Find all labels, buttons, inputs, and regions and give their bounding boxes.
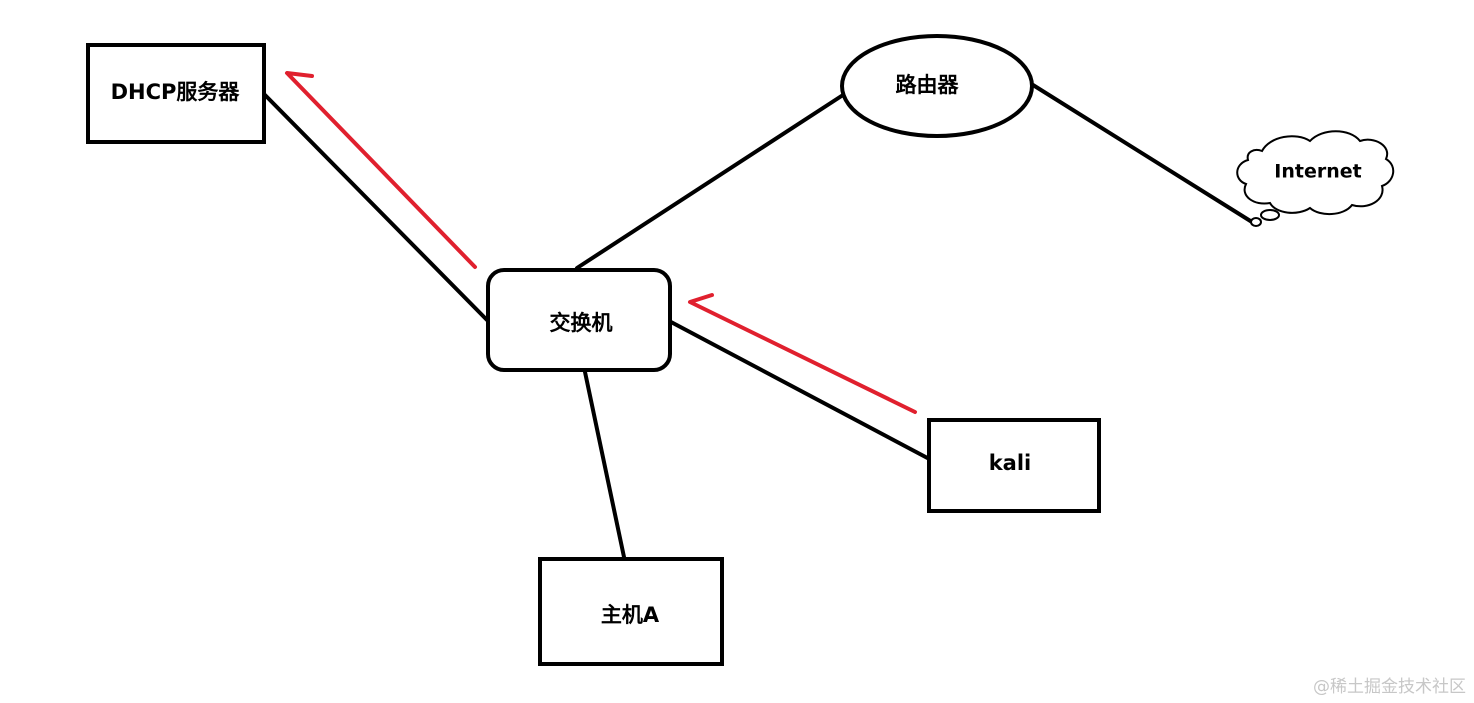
router-node: 路由器 — [840, 34, 1034, 138]
arrow-to-dhcp — [285, 71, 477, 269]
cloud-tail-bubble-small — [1250, 217, 1262, 227]
dhcp-server-label: DHCP服务器 — [111, 80, 241, 104]
dhcp-server-node: DHCP服务器 — [86, 43, 266, 144]
kali-node: kali — [927, 418, 1101, 513]
kali-label: kali — [989, 451, 1032, 475]
link-router-internet — [1031, 83, 1254, 224]
cloud-icon — [1236, 130, 1395, 215]
link-switch-hosta — [583, 370, 626, 559]
switch-box — [486, 268, 672, 372]
link-switch-router — [575, 93, 845, 270]
link-switch-kali — [669, 320, 937, 464]
kali-box — [927, 418, 1101, 513]
router-label: 路由器 — [896, 73, 960, 97]
arrow-to-switch — [688, 293, 917, 414]
switch-label: 交换机 — [550, 311, 613, 335]
link-dhcp-switch — [263, 93, 489, 322]
dhcp-server-box — [86, 43, 266, 144]
router-ellipse — [840, 34, 1034, 138]
internet-label: Internet — [1274, 161, 1361, 183]
internet-node: Internet — [1236, 130, 1395, 227]
connections — [263, 83, 1254, 559]
red-arrows — [285, 71, 917, 414]
watermark-text: @稀土掘金技术社区 — [1313, 677, 1466, 697]
host-a-box — [538, 557, 724, 666]
cloud-tail-bubble-large — [1260, 209, 1280, 221]
host-a-node: 主机A — [538, 557, 724, 666]
host-a-label: 主机A — [601, 603, 660, 627]
switch-node: 交换机 — [486, 268, 672, 372]
